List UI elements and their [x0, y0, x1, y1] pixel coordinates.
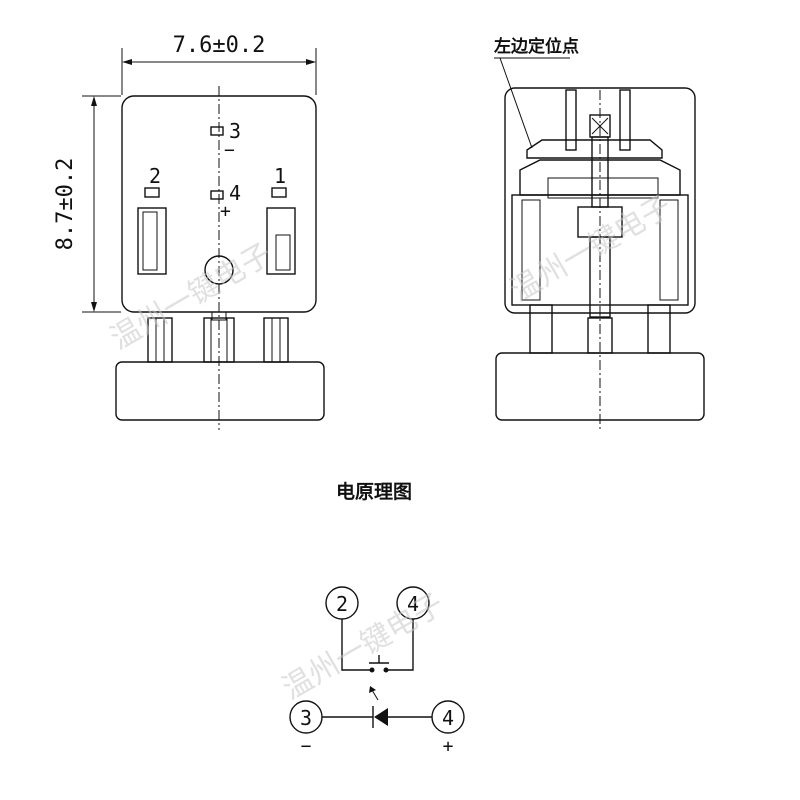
diode-triangle — [374, 708, 388, 726]
right-slot-inner — [275, 234, 291, 271]
pin-polarity-4: + — [220, 201, 231, 222]
node-4-top-label: 4 — [407, 592, 419, 616]
side-view: 左边定位点 — [494, 36, 705, 430]
watermarks: 温州一键电子 温州一键电子 温州一键电子 — [105, 189, 678, 707]
wire-node4-switch — [386, 619, 414, 671]
center-stem-tab — [211, 311, 227, 321]
right-stem — [263, 317, 289, 363]
right-slot — [266, 207, 296, 275]
node-3-polarity: − — [301, 736, 312, 757]
height-arrow-bottom — [91, 302, 97, 312]
left-slot-inner — [142, 211, 158, 271]
watermark-front: 温州一键电子 — [105, 237, 278, 357]
side-top-pin-left — [565, 89, 577, 151]
light-ray-arrow — [369, 686, 376, 693]
base-block-front — [115, 361, 325, 421]
wire-node2-switch — [341, 619, 372, 671]
pin-polarity-3: − — [224, 140, 235, 161]
height-arrow-top — [91, 96, 97, 106]
callout-leader — [499, 57, 533, 149]
side-top-pin-right — [619, 89, 631, 151]
height-dimension-label: 8.7±0.2 — [53, 158, 78, 251]
left-slot — [137, 207, 167, 275]
watermark-schematic: 温州一键电子 — [277, 587, 450, 707]
width-arrow-left — [122, 59, 132, 65]
side-left-wall — [521, 199, 541, 301]
side-stem-left — [529, 304, 553, 354]
pin-pad-3 — [210, 126, 224, 136]
pin-pad-1 — [271, 187, 287, 198]
pin-label-3: 3 — [229, 119, 241, 143]
pin-label-1: 1 — [274, 164, 286, 188]
pin-pad-4 — [210, 190, 224, 200]
center-hole — [204, 255, 234, 285]
switch-contact-left — [369, 667, 375, 673]
locating-point-callout: 左边定位点 — [494, 36, 579, 57]
node-2-label: 2 — [336, 592, 348, 616]
light-ray — [371, 689, 379, 701]
side-top-plate — [526, 139, 663, 159]
width-dimension-label: 7.6±0.2 — [173, 33, 266, 58]
switch-contact-right — [383, 667, 389, 673]
schematic-title: 电原理图 — [336, 480, 412, 503]
side-stem-right — [647, 304, 671, 354]
node-4-polarity: + — [443, 736, 454, 757]
pin-label-2: 2 — [149, 164, 161, 188]
node-4-bottom-label: 4 — [442, 706, 454, 730]
pin-pad-2 — [144, 187, 160, 198]
width-arrow-right — [306, 59, 316, 65]
node-3-label: 3 — [300, 706, 312, 730]
schematic: 电原理图 2 4 3 − 4 + — [289, 480, 465, 757]
pin-label-4: 4 — [229, 181, 241, 205]
side-right-wall — [659, 199, 679, 301]
front-view: 7.6±0.2 8.7±0.2 3 − 2 4 + 1 — [53, 33, 325, 430]
side-cross-bar — [547, 177, 659, 199]
